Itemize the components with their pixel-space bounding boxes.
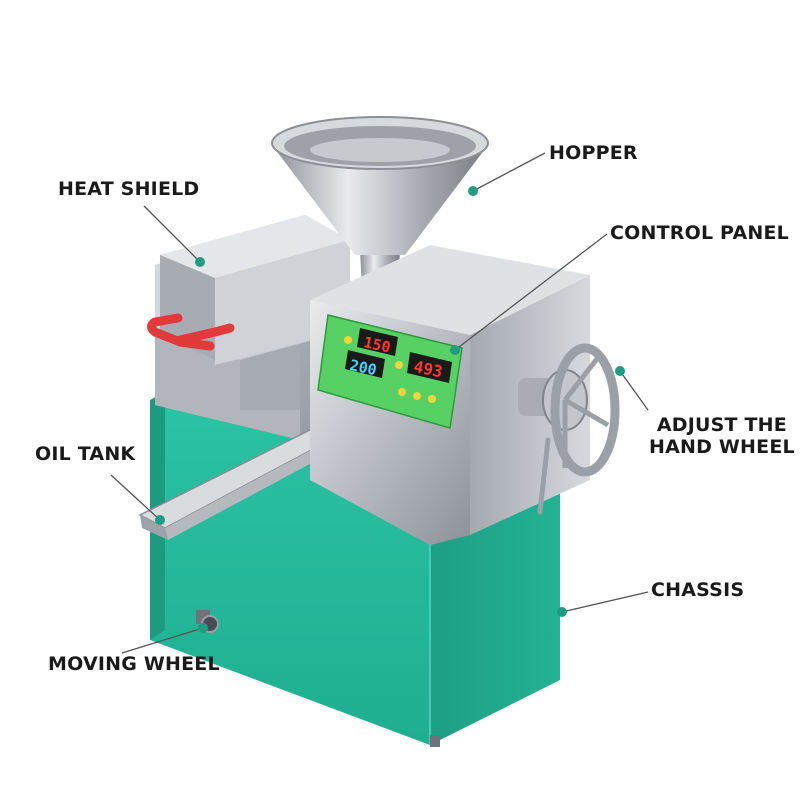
leader-moving-wheel — [121, 627, 204, 654]
panel-button[interactable] — [395, 361, 403, 369]
leader-hopper — [472, 152, 546, 192]
dot-control-panel — [450, 345, 460, 355]
panel-button[interactable] — [428, 395, 436, 403]
panel-button[interactable] — [344, 336, 352, 344]
leader-hand-wheel — [619, 370, 649, 411]
panel-button[interactable] — [398, 388, 406, 396]
leader-lines — [110, 152, 649, 654]
label-moving-wheel: MOVING WHEEL — [48, 653, 220, 675]
dot-heat-shield — [195, 257, 205, 267]
panel-button[interactable] — [413, 392, 421, 400]
leader-control-panel — [454, 233, 608, 351]
dot-hand-wheel — [615, 366, 625, 376]
callout-dots — [155, 186, 625, 633]
label-adjust-line1: ADJUST THE — [656, 414, 787, 436]
control-panel: 150 200 493 — [317, 314, 463, 429]
label-oil-tank: OIL TANK — [35, 443, 136, 465]
dot-hopper — [468, 186, 478, 196]
leader-oil-tank — [110, 474, 161, 521]
label-adjust-hand-wheel: ADJUST THE HAND WHEEL — [649, 414, 795, 458]
label-adjust-line2: HAND WHEEL — [649, 436, 795, 458]
leader-chassis — [561, 591, 649, 613]
label-chassis: CHASSIS — [651, 579, 745, 601]
label-heat-shield: HEAT SHIELD — [58, 178, 200, 200]
dot-chassis — [557, 607, 567, 617]
dot-moving-wheel — [198, 623, 208, 633]
label-hopper: HOPPER — [549, 142, 638, 164]
label-control-panel: CONTROL PANEL — [610, 222, 789, 244]
leader-heat-shield — [143, 205, 201, 263]
hand-wheel — [518, 343, 620, 515]
display-top: 150 — [362, 333, 392, 356]
dot-oil-tank — [155, 515, 165, 525]
display-bottom: 200 — [348, 356, 378, 379]
red-handle — [147, 313, 215, 351]
